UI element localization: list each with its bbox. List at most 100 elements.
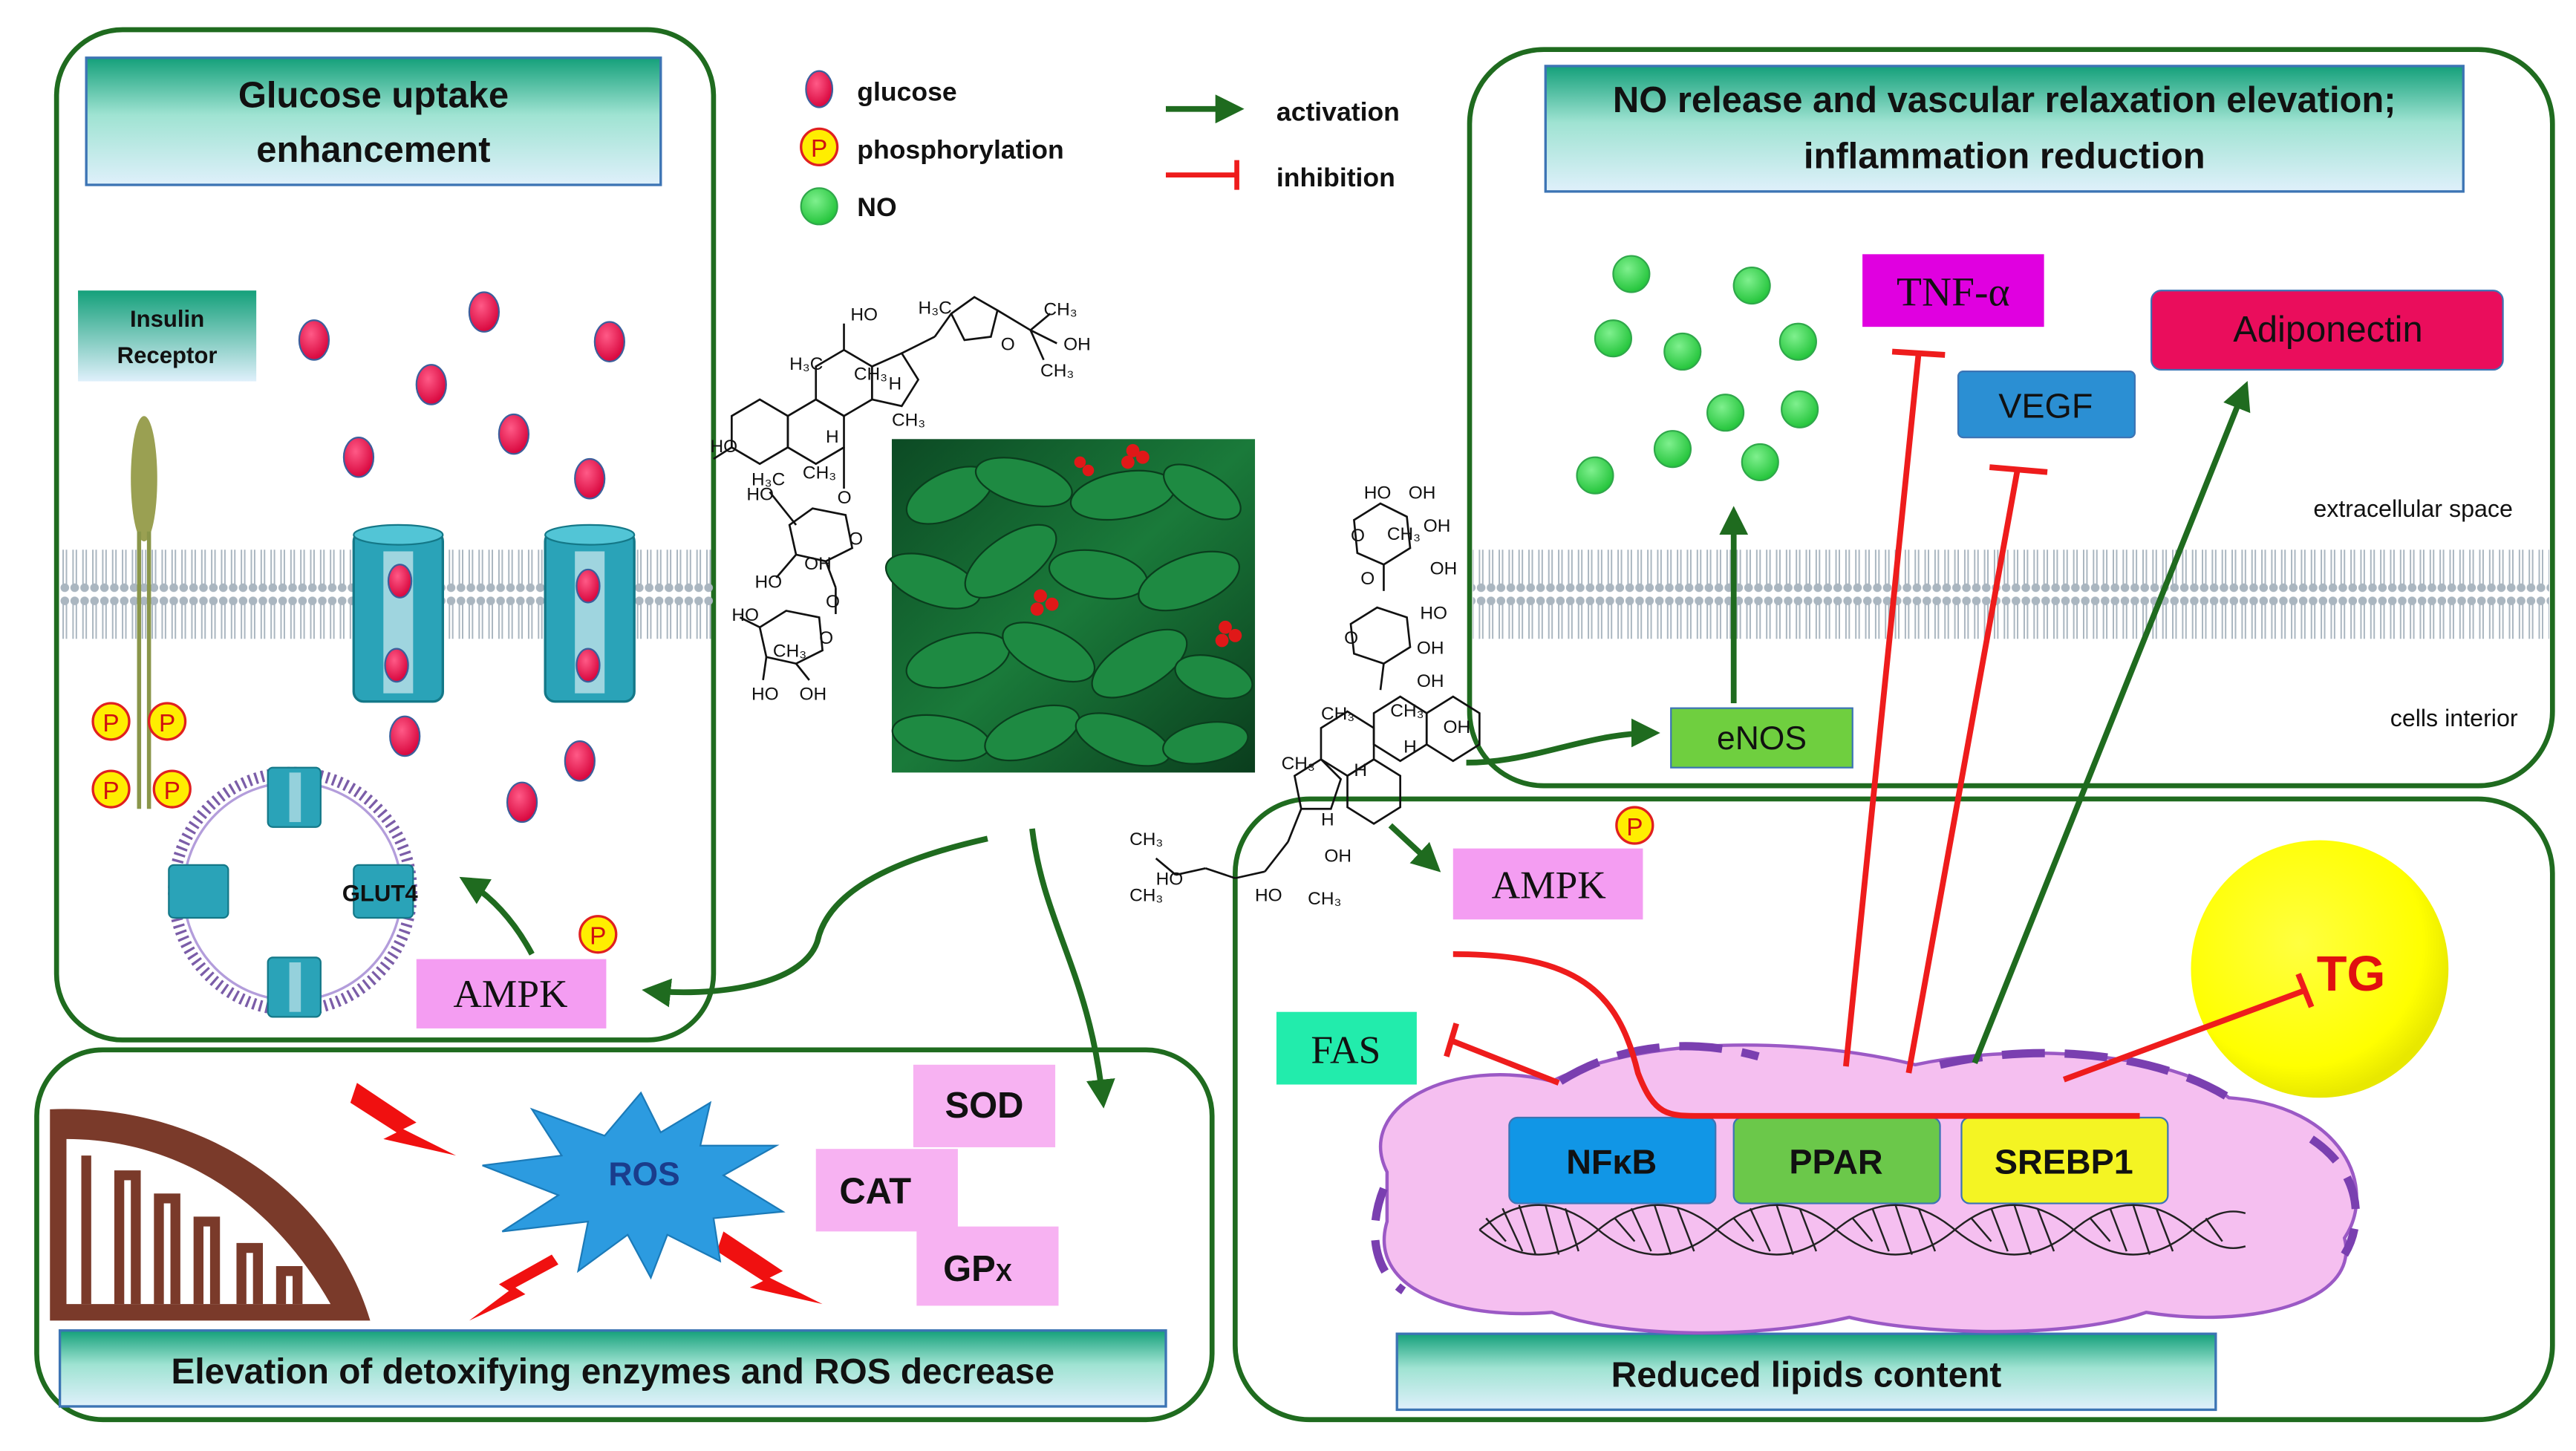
svg-text:O: O [1001,334,1015,354]
svg-text:H: H [1354,760,1367,780]
activate-adiponectin [1972,380,2251,1065]
inhibit-tnf-bar [1891,348,1946,358]
svg-text:HO: HO [1364,483,1392,503]
inhibit-tg [2062,988,2306,1083]
ampk-box-right [1452,848,1643,920]
ros-label: ROS [608,1156,679,1193]
inhibit-fas [1448,1037,1560,1086]
sod-box [913,1064,1056,1147]
tg-label: TG [2317,947,2386,1002]
legend-no-label: NO [857,192,896,222]
svg-text:O: O [819,628,833,648]
membrane-right [1473,544,2549,644]
arrow-to-enos [1466,718,1660,766]
svg-text:CH₃: CH₃ [1387,524,1421,544]
svg-text:P: P [159,710,175,737]
svg-text:O: O [826,592,840,612]
svg-text:CH₃: CH₃ [773,642,806,662]
tnf-label: TNF-α [1897,269,2010,315]
glucose-in-channels [384,564,601,683]
ginsenoside-molecule-1-labels: HO H₃C CH₃ OH CH₃ O H₃C CH₃ H CH₃ HO H₃C… [710,298,1090,704]
ros-burst [482,1091,786,1280]
svg-text:OH: OH [804,554,832,574]
cat-label: CAT [839,1172,911,1212]
nfkb-box [1508,1116,1717,1204]
svg-text:H: H [1403,737,1417,757]
legend-glucose-dot [805,70,834,108]
svg-text:H: H [889,374,902,394]
svg-text:HO: HO [850,304,878,325]
ginsenoside-molecule-2 [1155,502,1481,879]
no-panel-title: NO release and vascular relaxation eleva… [1612,79,2396,177]
arrow-to-ampk-right [1388,823,1441,873]
legend-phosphate-symbol: P [811,135,827,163]
svg-text:OH: OH [1417,671,1444,691]
inhibit-vegf [1905,468,2021,1074]
fas-label: FAS [1311,1028,1380,1072]
dna-helix-icon [1478,1204,2246,1256]
gpx-box [916,1226,1059,1306]
svg-text:OH: OH [1424,516,1451,536]
ampk-label-right: AMPK [1492,862,1606,907]
enos-box [1670,707,1853,769]
interior-label: cells interior [2390,705,2518,731]
svg-text:H: H [1321,809,1334,829]
ampk-left-phosphate-icon [578,915,618,954]
adiponectin-label: Adiponectin [2233,310,2423,350]
ginsenoside-molecule-2-labels: HO OH O CH₃ OH OH O HO O OH OH CH₃ CH₃ O… [1129,483,1470,909]
ampk-box-left [416,959,607,1028]
lightning-bolt-icons [350,1083,823,1321]
ampk-inhibition-curve [1452,951,2140,1119]
tnf-box [1862,254,2044,327]
svg-text:HO: HO [1420,604,1447,624]
inhibit-tnf [1842,353,1922,1067]
svg-text:CH₃: CH₃ [1308,889,1341,909]
ros-title-box [58,1329,1167,1408]
svg-text:HO: HO [1156,870,1184,890]
glucose-panel-title: Glucose uptake enhancement [238,73,509,169]
svg-text:HO: HO [751,685,779,705]
ginsenoside-molecule-1 [713,296,1057,681]
svg-text:HO: HO [754,572,782,592]
svg-text:HO: HO [1255,886,1282,906]
legend: glucose P phosphorylation NO activation … [800,70,1400,226]
inhibit-vegf-bar [1989,464,2048,475]
adiponectin-box [2151,290,2504,371]
lipids-title-box [1395,1332,2217,1412]
svg-text:CH₃: CH₃ [803,463,836,483]
tg-sphere [2191,840,2449,1098]
ros-panel-title: Elevation of detoxifying enzymes and ROS… [172,1352,1055,1392]
cat-box [815,1149,958,1232]
legend-no-dot [800,187,838,226]
vegf-box [1957,371,2136,439]
svg-text:P: P [102,777,119,805]
svg-text:OH: OH [1324,846,1351,866]
svg-text:HO: HO [731,605,759,625]
svg-text:CH₃: CH₃ [1390,701,1424,721]
no-title-box [1544,65,2465,193]
svg-text:P: P [164,777,180,805]
ampk-to-glut4-arrow [459,876,535,956]
insulin-receptor-label-2: Receptor [117,342,218,368]
ampk-right-phosphate-icon [1615,806,1654,845]
svg-text:HO: HO [746,485,774,505]
no-molecules [1576,255,1819,495]
legend-phosphorylation-label: phosphorylation [857,134,1063,164]
svg-text:CH₃: CH₃ [1043,300,1077,320]
svg-text:O: O [849,529,863,550]
svg-text:OH: OH [1063,334,1091,354]
svg-text:H₃C: H₃C [919,298,952,318]
svg-text:O: O [1360,569,1375,589]
svg-text:O: O [1351,526,1365,546]
svg-text:CH₃: CH₃ [1040,361,1074,381]
svg-text:OH: OH [1443,717,1470,737]
insulin-receptor-box [78,290,257,382]
svg-text:OH: OH [1409,483,1436,503]
ampk-right-phosphate-symbol: P [1626,814,1643,841]
legend-inhibition-label: inhibition [1276,163,1395,192]
svg-text:CH₃: CH₃ [1282,754,1315,774]
sod-label: SOD [945,1086,1023,1126]
inhibit-fas-bar [1444,1023,1459,1057]
ginseng-photo [884,439,1256,773]
